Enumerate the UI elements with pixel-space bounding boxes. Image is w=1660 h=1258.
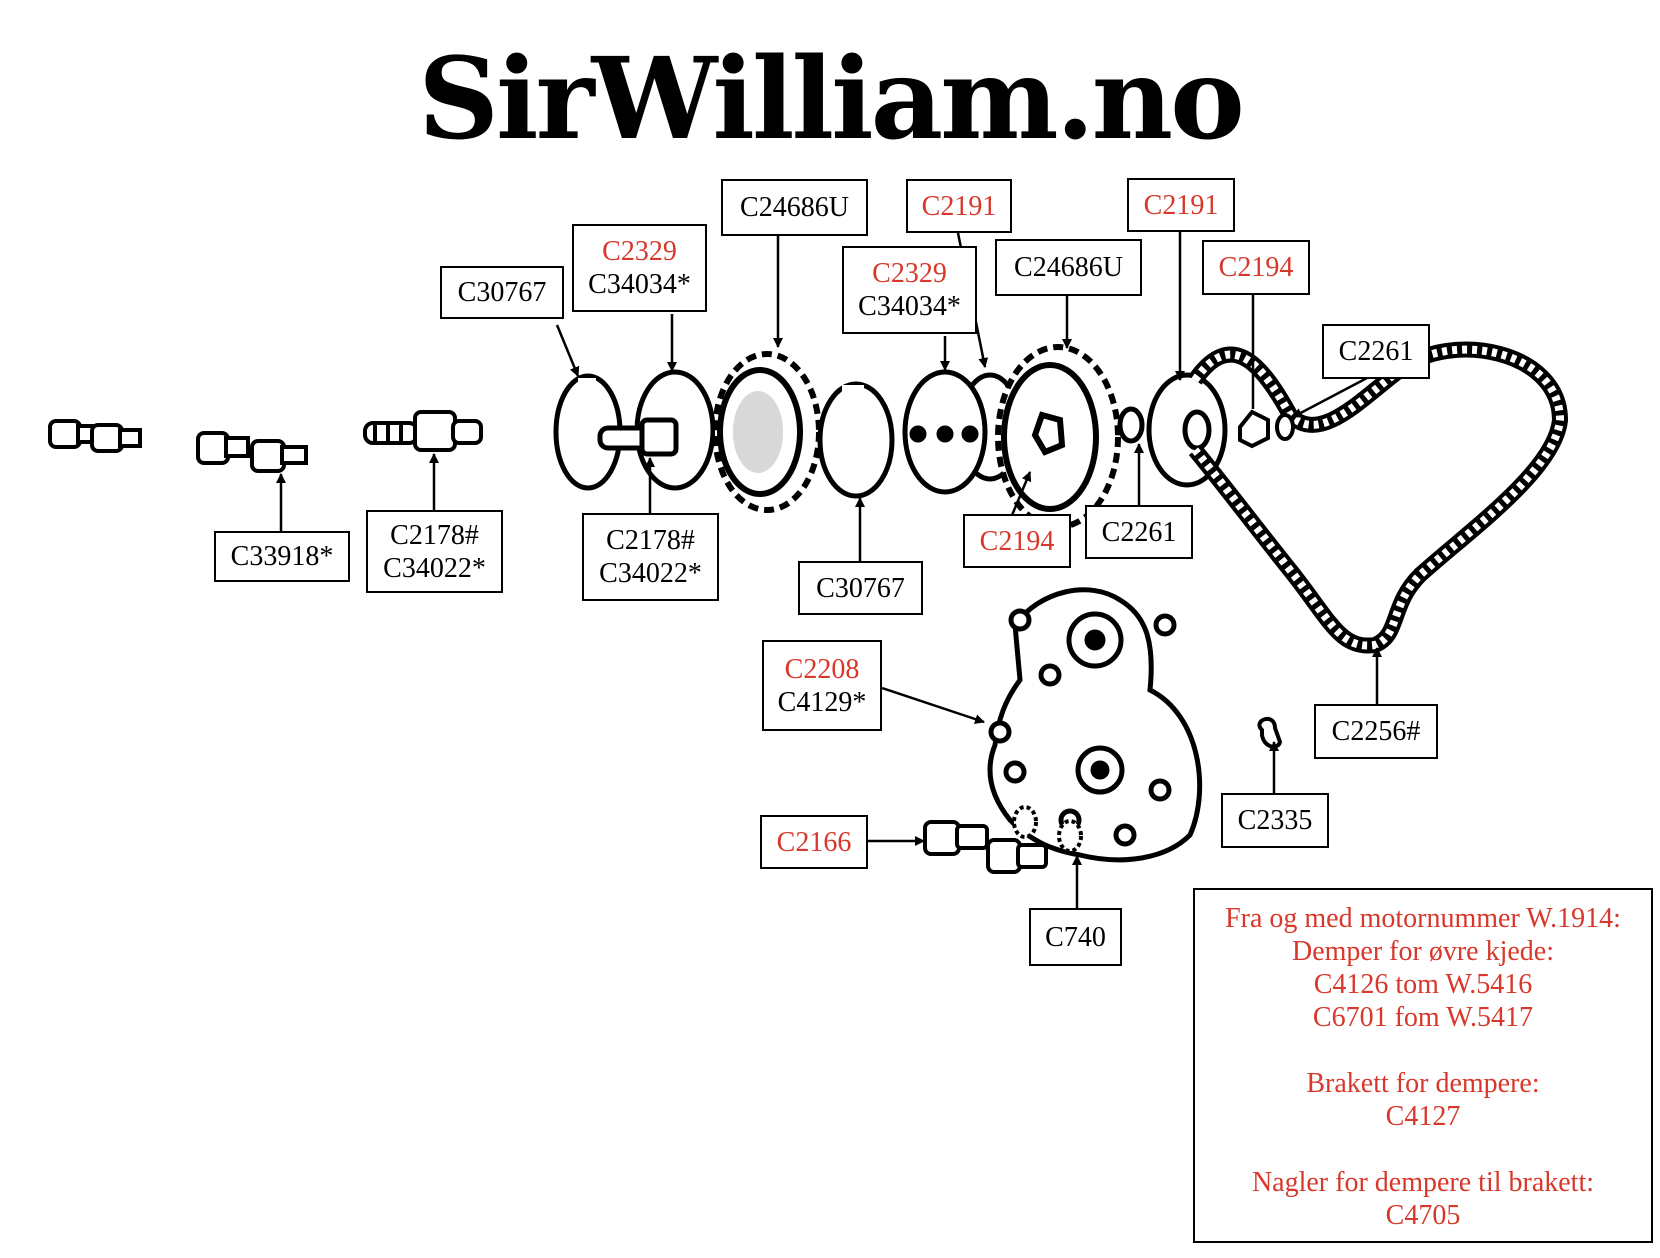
washers-c740-illustration [1012,805,1083,853]
circlip-c30767-right-illustration [817,381,895,499]
part-number: C2261 [1101,516,1177,548]
note-line: Fra og med motornummer W.1914: [1225,903,1621,934]
note-line: Demper for øvre kjede: [1292,936,1554,967]
part-number: C33918* [230,541,334,572]
washer-c2261-illustration [1117,406,1145,444]
part-number: C24686U [1014,252,1123,283]
note-line: C4126 tom W.5416 [1313,969,1533,1000]
note-line: C4127 [1385,1101,1461,1132]
note-line [1195,1133,1651,1166]
part-number: C2256# [1331,716,1421,747]
part-label-c2178-mid: C2178#C34022* [582,513,719,601]
part-label-c2194-top: C2194 [1202,240,1310,295]
part-label-c2178-left: C2178#C34022* [366,510,503,593]
part-number: C740 [1045,921,1106,953]
bolt-pair-left-illustration [48,419,142,453]
part-number: C2194 [979,525,1055,557]
note-line [1195,1034,1651,1067]
part-label-c30767-right: C30767 [798,561,923,615]
part-label-c740: C740 [1029,908,1122,966]
part-number: C2178# [606,525,695,556]
part-number: C24686U [740,192,849,223]
motor-number-note: Fra og med motornummer W.1914: Demper fo… [1193,888,1653,1243]
part-number: C34022* [599,558,702,589]
part-number: C30767 [816,572,905,604]
part-number: C2194 [1218,252,1294,283]
tensioner-plate-left-illustration [597,369,716,491]
part-label-c2261-top: C2261 [1322,324,1430,379]
part-label-c2194-bottom: C2194 [963,514,1071,568]
part-label-c33918: C33918* [214,531,350,582]
bolt-pair-c33918-illustration [196,431,308,473]
stud-c2178-left-illustration [363,410,483,452]
part-number: C30767 [457,277,547,308]
clip-c2335-illustration [1257,716,1283,749]
part-label-c2191-left: C2191 [906,179,1012,233]
part-label-c2166: C2166 [760,815,868,869]
note-line: C6701 fom W.5417 [1312,1002,1534,1033]
part-number: C34022* [383,552,486,584]
part-label-c2191-right: C2191 [1127,178,1235,232]
part-number: C4129* [777,686,867,718]
part-label-c24686u-left: C24686U [721,179,868,236]
part-label-c24686u-right: C24686U [995,239,1142,296]
site-title: SirWilliam.no [418,34,1245,165]
part-number: C2329 [872,258,947,289]
timing-cover-c2208-illustration [987,587,1203,863]
part-label-c2261-bottom: C2261 [1085,505,1193,559]
sprocket-c24686u-left-illustration [712,351,822,513]
part-number: C2329 [602,236,677,267]
note-line: Brakett for dempere: [1306,1068,1540,1099]
part-number: C2178# [390,519,479,551]
part-number: C34034* [588,269,691,300]
part-number: C2166 [776,826,852,858]
bolts-c2166-illustration [923,820,1048,874]
part-label-c2256: C2256# [1314,704,1438,759]
sprocket-c24686u-right-illustration [995,344,1121,530]
part-number: C2208 [784,653,860,685]
part-number: C2261 [1338,336,1414,367]
part-number: C2335 [1237,805,1313,836]
part-number: C2191 [921,190,997,222]
note-line: C4705 [1385,1200,1461,1231]
note-line: Nagler for dempere til brakett: [1251,1167,1595,1198]
part-label-c2335: C2335 [1221,793,1329,848]
part-label-c30767-left: C30767 [440,266,564,319]
part-number: C2191 [1143,189,1219,221]
part-number: C34034* [858,291,961,322]
timing-chain-c2256-illustration [1188,341,1569,654]
